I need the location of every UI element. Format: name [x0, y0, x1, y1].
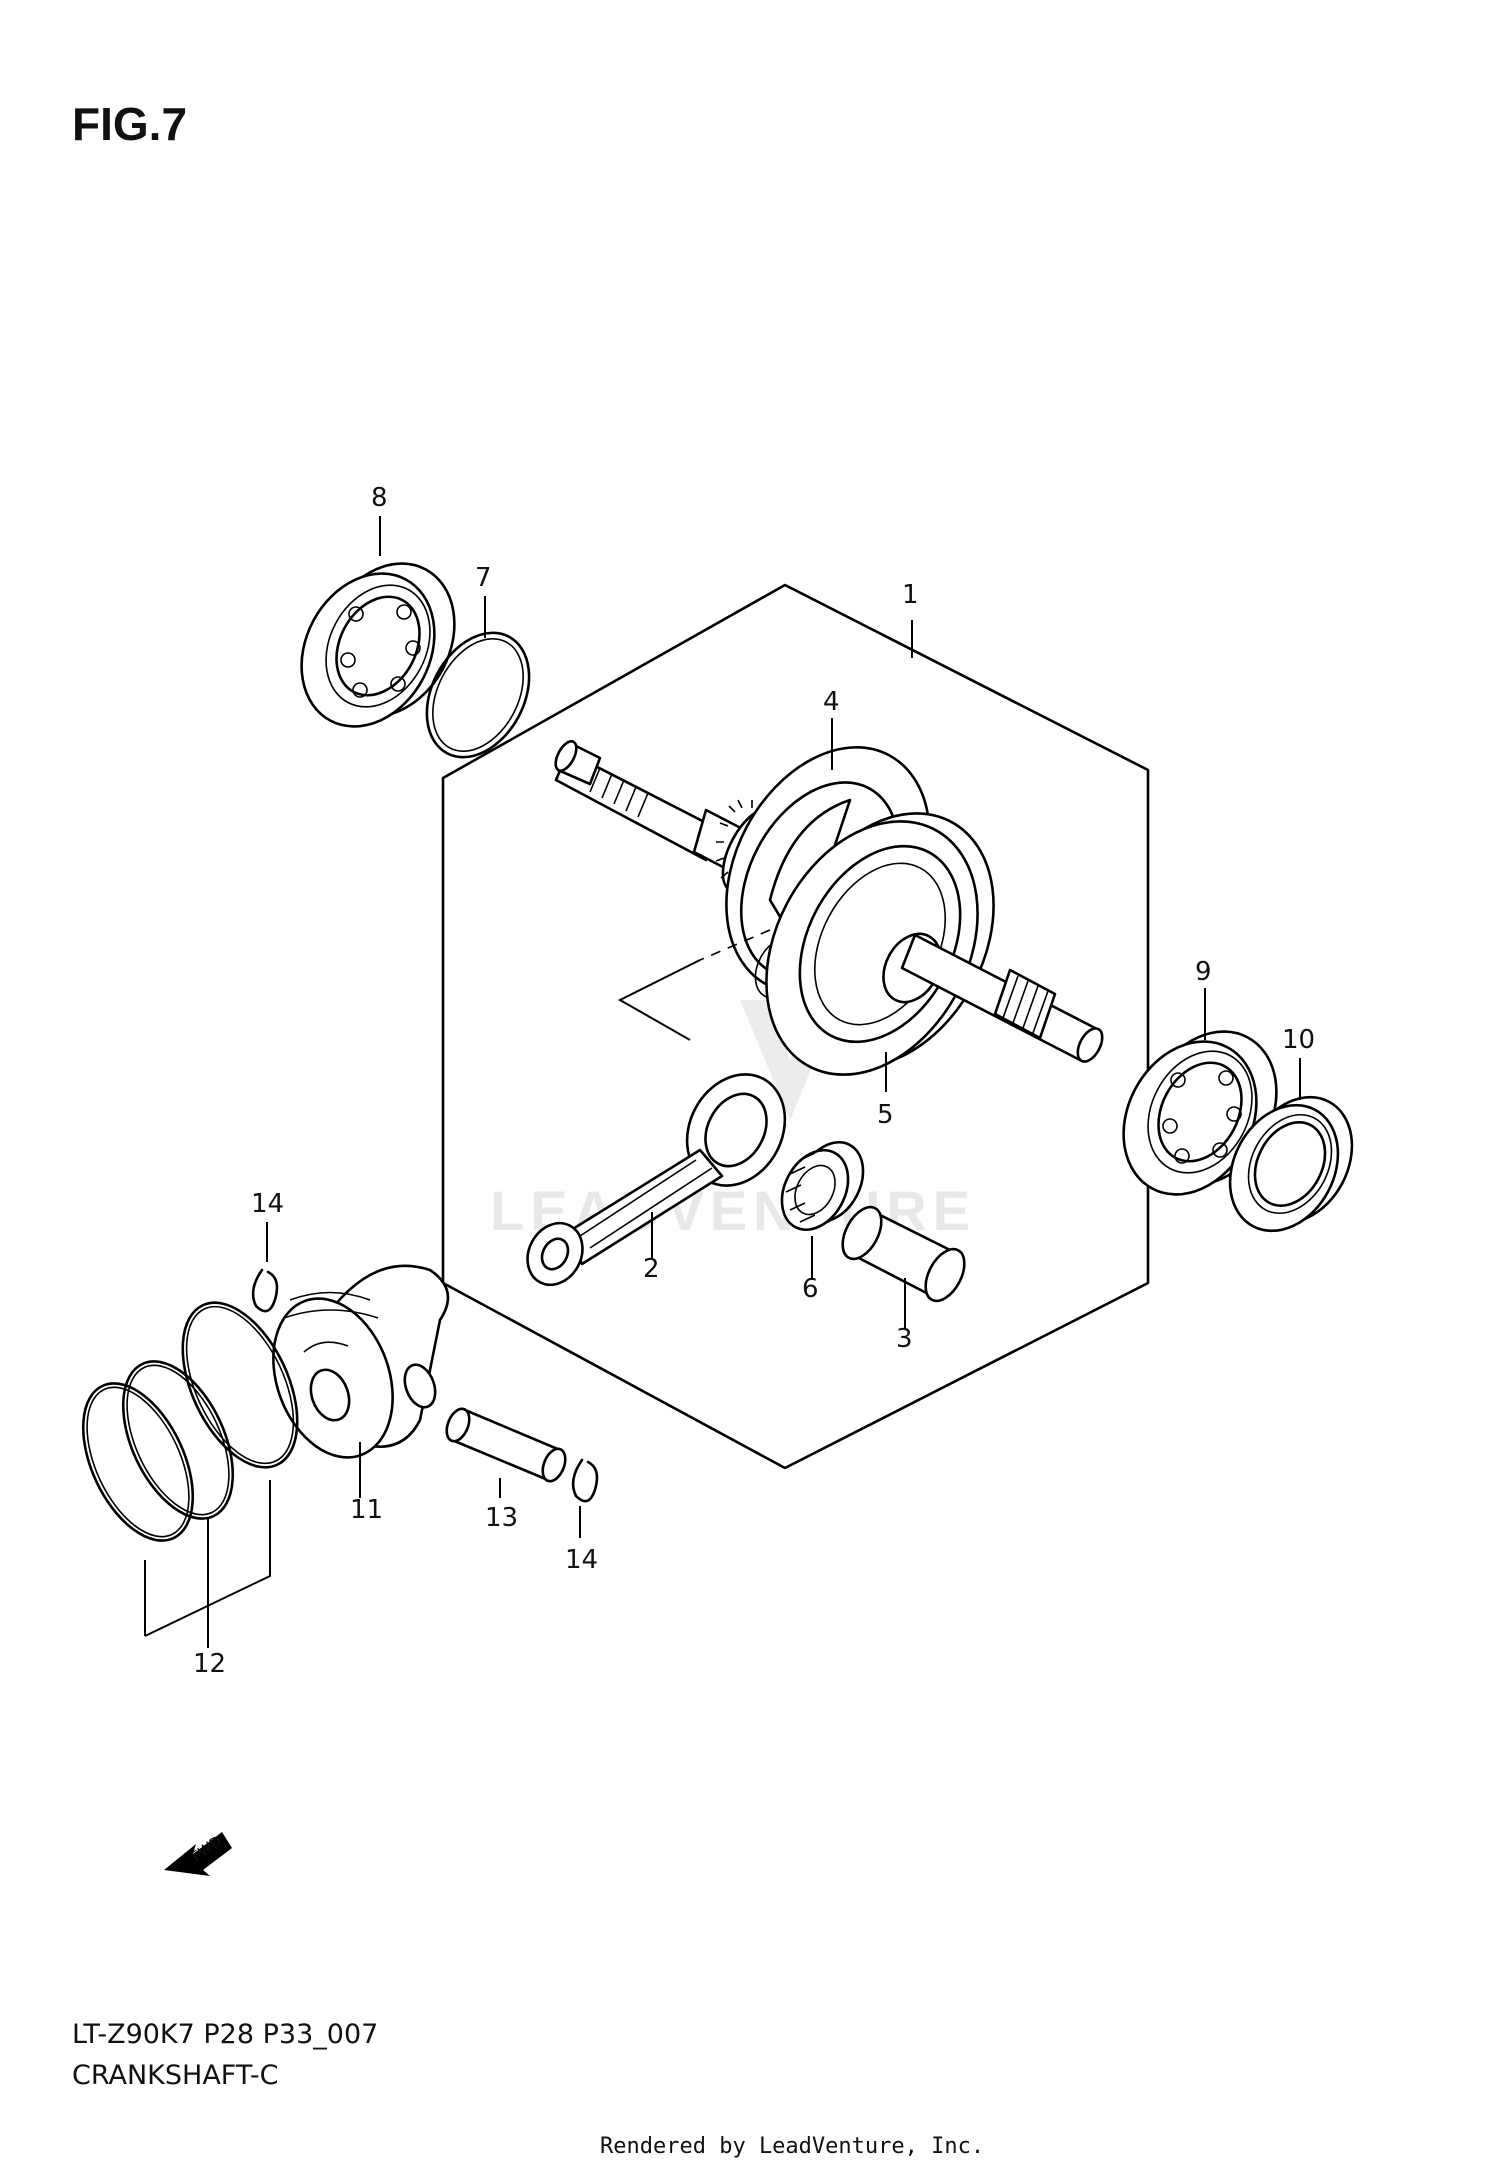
- fwd-arrow-icon: FWD: [164, 1832, 232, 1876]
- callout-5: 5: [877, 1100, 894, 1130]
- shim-ring-part-7[interactable]: [406, 615, 549, 775]
- callout-9: 9: [1195, 957, 1212, 987]
- callout-14-upper: 14: [251, 1189, 284, 1219]
- callout-6: 6: [802, 1274, 819, 1304]
- callout-14-lower: 14: [565, 1545, 598, 1575]
- callout-3: 3: [896, 1324, 913, 1354]
- callout-1: 1: [902, 580, 919, 610]
- piston-part-11[interactable]: [252, 1264, 450, 1474]
- callout-10: 10: [1282, 1025, 1315, 1055]
- section-name: CRANKSHAFT-C: [72, 2060, 278, 2091]
- needle-bearing-part-6[interactable]: [769, 1131, 876, 1241]
- figure-title: FIG.7: [72, 98, 187, 150]
- assembly-guide-line: [617, 959, 701, 1041]
- circlip-part-14-lower[interactable]: [571, 1458, 599, 1503]
- callout-12: 12: [193, 1649, 226, 1679]
- piston-pin-part-13[interactable]: [442, 1405, 569, 1484]
- callout-7: 7: [475, 563, 492, 593]
- callout-11: 11: [350, 1495, 383, 1525]
- callout-4: 4: [823, 687, 840, 717]
- bearing-part-8[interactable]: [276, 540, 481, 749]
- piston-rings-part-12[interactable]: [61, 1285, 321, 1558]
- crankshaft-assembly-boundary: [441, 583, 1150, 1470]
- crank-web-part-5[interactable]: [724, 777, 1035, 1112]
- crankshaft-right-shaft[interactable]: [900, 933, 1107, 1066]
- leader-lines: [144, 516, 1301, 1648]
- callout-13: 13: [485, 1503, 518, 1533]
- rendered-by-credit: Rendered by LeadVenture, Inc.: [600, 2134, 984, 2159]
- circlip-part-14-upper[interactable]: [251, 1268, 279, 1313]
- callout-2: 2: [643, 1254, 660, 1284]
- callout-8: 8: [371, 483, 388, 513]
- crank-pin-part-3[interactable]: [835, 1201, 973, 1307]
- oil-seal-part-10[interactable]: [1209, 1078, 1373, 1249]
- connecting-rod-part-2[interactable]: [517, 1057, 804, 1294]
- model-code: LT-Z90K7 P28 P33_007: [72, 2019, 378, 2050]
